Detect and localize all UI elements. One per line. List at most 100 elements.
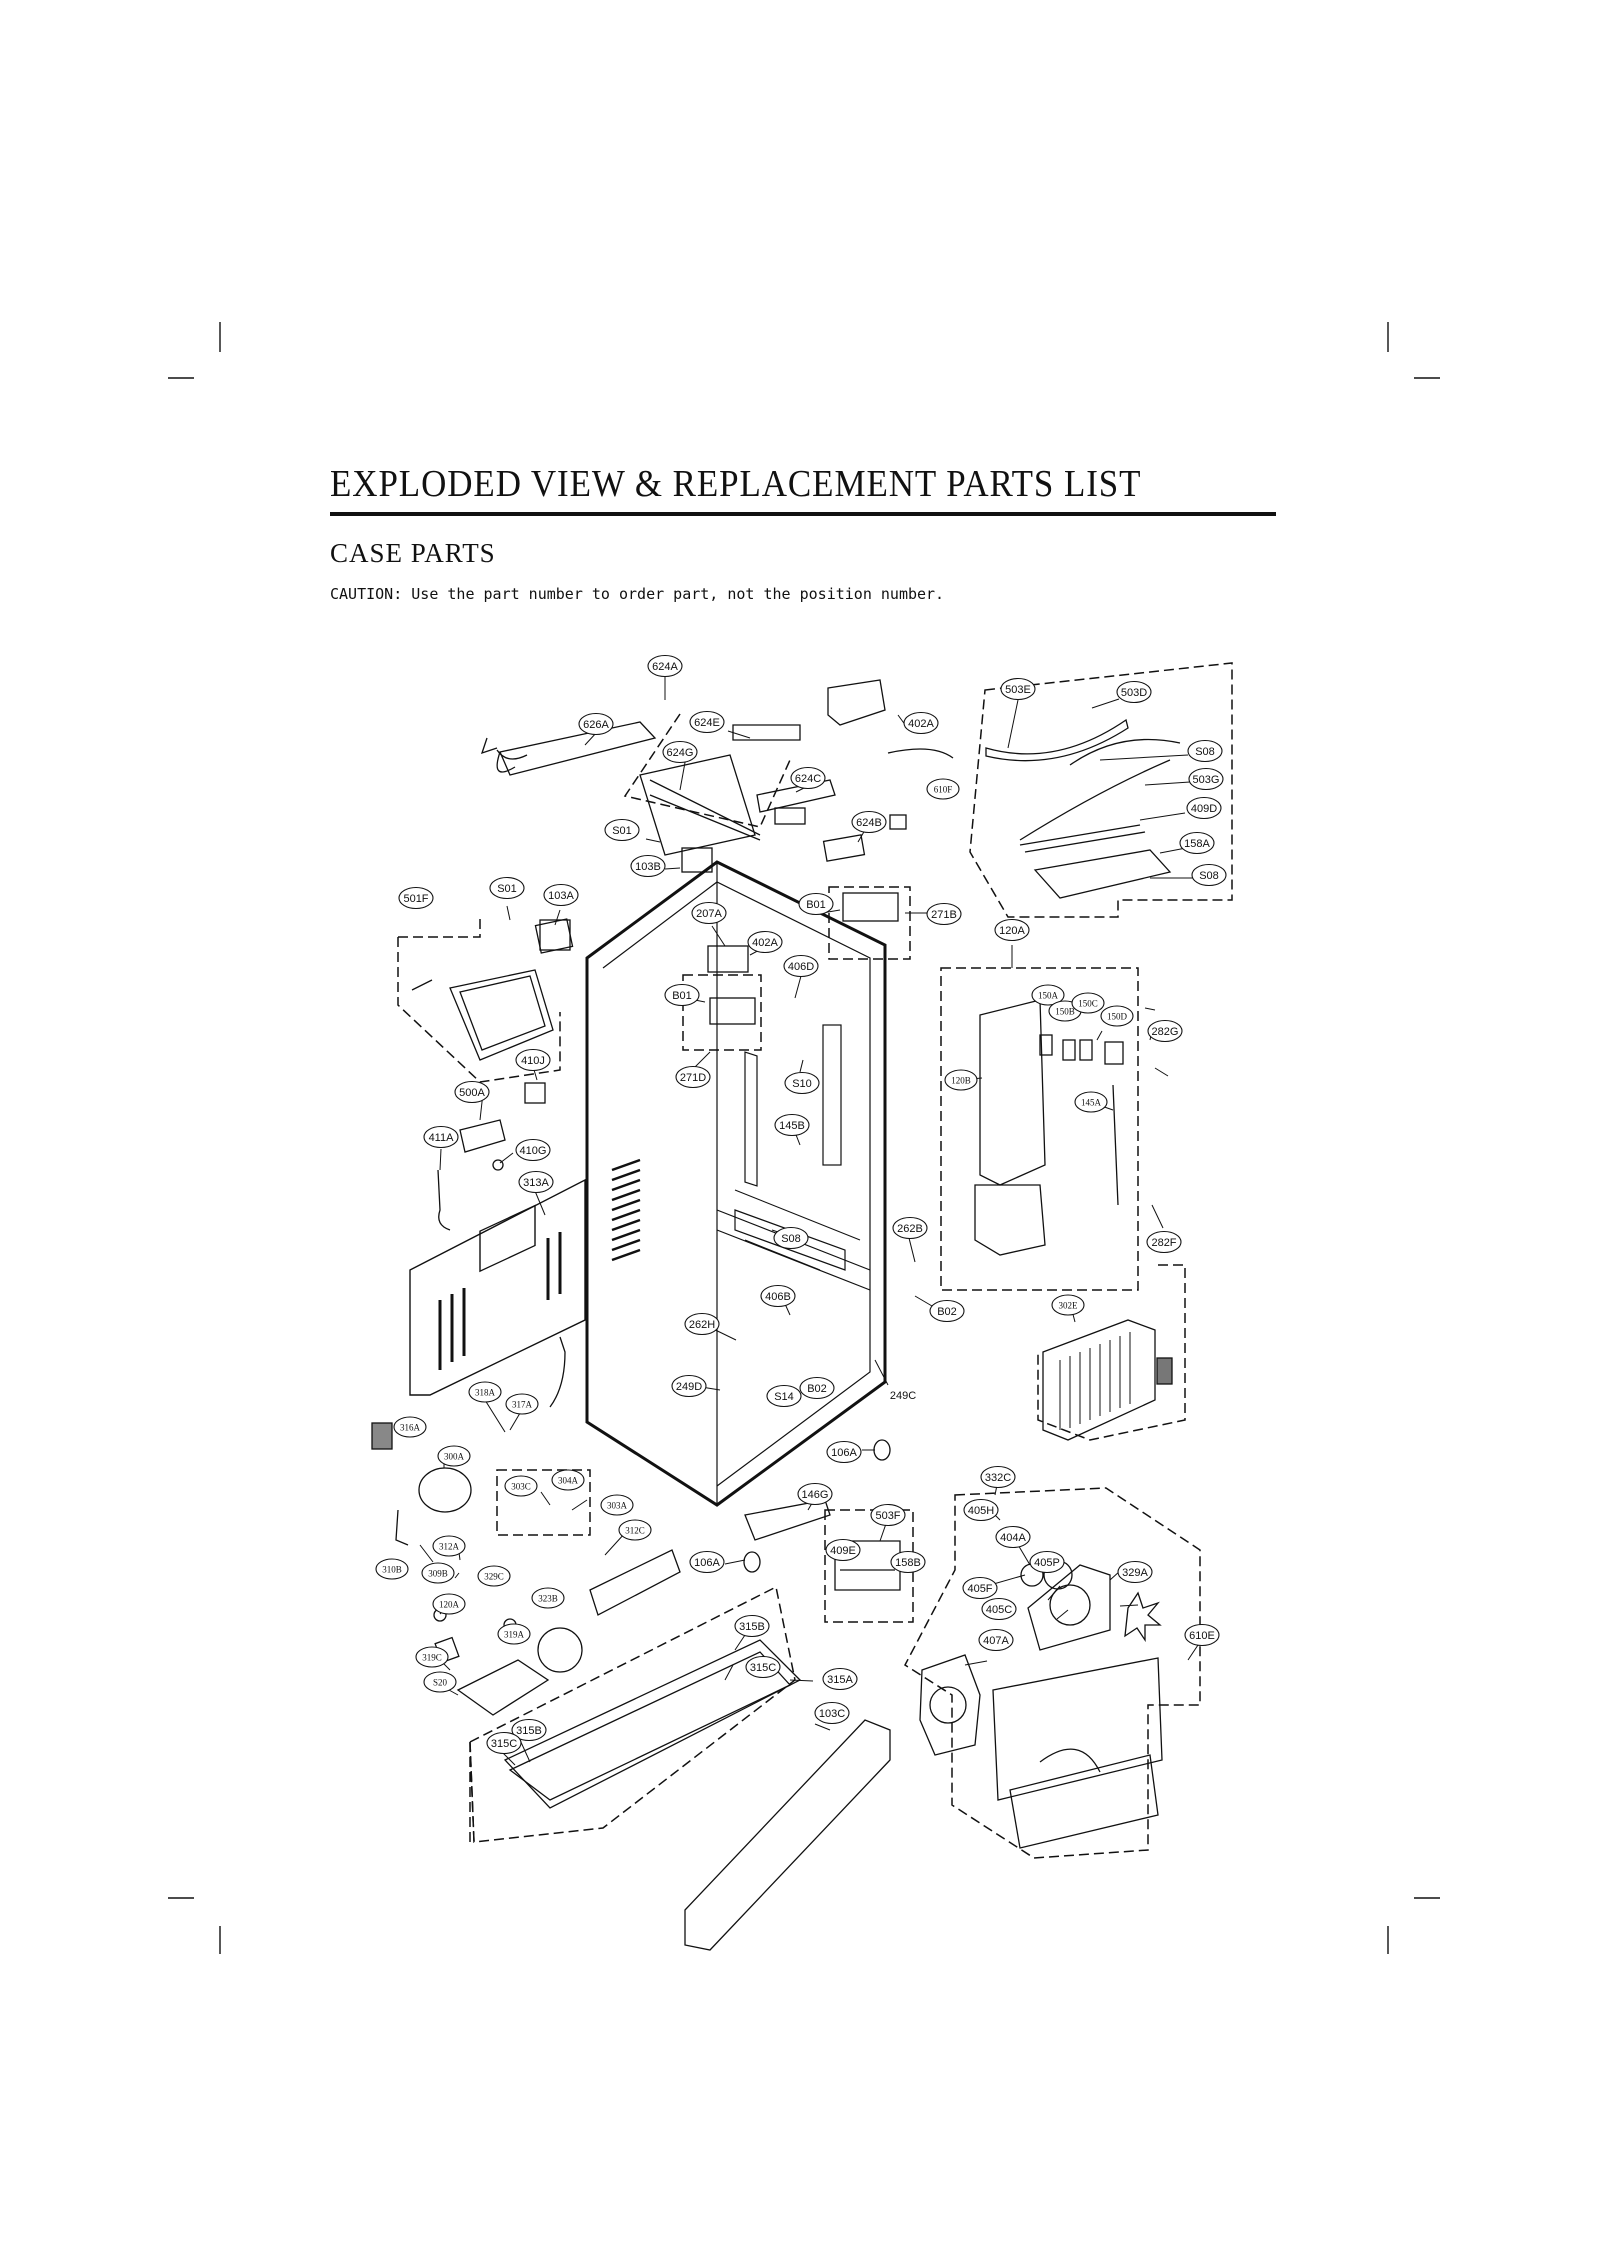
callout-bubble: [415, 1646, 449, 1668]
callout-text: 411A: [429, 1132, 455, 1144]
callout-text: 501F: [403, 893, 428, 905]
callout-text: 120B: [951, 1076, 971, 1086]
callout-323b: 323B: [531, 1587, 565, 1609]
callout-bubble: [784, 1071, 820, 1095]
callout-406b: 406B: [760, 1284, 796, 1308]
callout-text: 626A: [583, 719, 609, 731]
callout-405h: 405H: [963, 1498, 999, 1522]
callout-text: 610E: [1189, 1630, 1215, 1642]
callout-bubble: [662, 740, 698, 764]
callout-624g: 624G: [662, 740, 698, 764]
crop-marks: [168, 322, 1440, 1954]
callout-text: B01: [672, 990, 692, 1002]
callout-text: 409D: [1191, 803, 1217, 815]
callout-text: 120A: [439, 1600, 460, 1610]
callout-text: 405P: [1034, 1557, 1060, 1569]
callout-text: 304A: [558, 1476, 579, 1486]
callout-text: 624C: [795, 773, 821, 785]
callout-bubble: [1000, 677, 1036, 701]
callout-146g: 146G: [797, 1482, 833, 1506]
callout-bubble: [981, 1597, 1017, 1621]
callout-text: 624G: [667, 747, 694, 759]
callout-text: 120A: [999, 925, 1025, 937]
callout-503f: 503F: [870, 1503, 906, 1527]
callout-bubble: [926, 902, 962, 926]
callout-text: 503F: [875, 1510, 900, 1522]
callout-bubble: [1029, 1550, 1065, 1574]
callout-bubble: [515, 1138, 551, 1162]
upper-trays: [985, 718, 1181, 899]
callout-text: 404A: [1000, 1532, 1026, 1544]
callout-bubble: [543, 883, 579, 907]
callout-262b: 262B: [892, 1216, 928, 1240]
callout-text: 249C: [890, 1390, 916, 1402]
page-title: EXPLODED VIEW & REPLACEMENT PARTS LIST: [330, 463, 1142, 505]
callout-329c: 329C: [477, 1565, 511, 1587]
callout-bubble: [783, 954, 819, 978]
callout-text: 323B: [538, 1594, 558, 1604]
callout-text: 146G: [802, 1489, 829, 1501]
callout-text: 106A: [831, 1447, 857, 1459]
callout-bubble: [890, 1550, 926, 1574]
callout-411a: 411A: [423, 1125, 459, 1149]
callout-bubble: [1074, 1091, 1108, 1113]
callout-text: S20: [433, 1678, 448, 1688]
title-rule: [330, 512, 1276, 516]
callout-309b: 309B: [421, 1562, 455, 1584]
callout-bubble: [511, 1718, 547, 1742]
callout-249d: 249D: [671, 1374, 707, 1398]
callout-bubble: [822, 1667, 858, 1691]
callout-bubble: [790, 766, 826, 790]
callout-624e: 624E: [689, 710, 725, 734]
callout-bubble: [1071, 992, 1105, 1014]
callout-501f: 501F: [398, 886, 434, 910]
callout-304a: 304A: [551, 1469, 585, 1491]
callout-text: 271D: [680, 1072, 706, 1084]
callout-text: 313A: [523, 1177, 549, 1189]
callout-150d: 150D: [1100, 1005, 1134, 1027]
callout-text: S01: [497, 883, 517, 895]
callout-409e: 409E: [825, 1538, 861, 1562]
callout-409d: 409D: [1186, 796, 1222, 820]
callout-312c: 312C: [618, 1519, 652, 1541]
callout-bubble: [1051, 1294, 1085, 1316]
callout-bubble: [980, 1465, 1016, 1489]
group-outlines: [397, 662, 1233, 1859]
callout-text: 103B: [635, 861, 661, 873]
callout-text: B01: [806, 899, 826, 911]
callout-282g: 282G: [1147, 1019, 1183, 1043]
callout-610f: 610F: [926, 778, 960, 800]
callout-303a: 303A: [600, 1494, 634, 1516]
callout-405f: 405F: [962, 1576, 998, 1600]
callout-text: 300A: [444, 1452, 465, 1462]
callout-106a: 106A: [826, 1440, 862, 1464]
callout-b01: B01: [798, 892, 834, 916]
fan-assembly: [919, 1560, 1163, 1849]
callout-text: 410G: [520, 1145, 547, 1157]
callout-text: 329A: [1122, 1567, 1148, 1579]
callout-bubble: [504, 1475, 538, 1497]
callout-bubble: [578, 712, 614, 736]
callout-300a: 300A: [437, 1445, 471, 1467]
callout-bubble: [826, 1440, 862, 1464]
callout-text: 406B: [765, 1291, 791, 1303]
callout-text: B02: [937, 1306, 957, 1318]
callout-bubble: [600, 1494, 634, 1516]
callout-bubble: [423, 1671, 457, 1693]
callout-310b: 310B: [375, 1558, 409, 1580]
callout-bubble: [929, 1299, 965, 1323]
callout-bubble: [799, 1376, 835, 1400]
callout-315a: 315A: [822, 1667, 858, 1691]
callout-text: 315A: [827, 1674, 853, 1686]
callout-150c: 150C: [1071, 992, 1105, 1014]
callout-316a: 316A: [393, 1416, 427, 1438]
callout-text: 312C: [625, 1526, 645, 1536]
callout-120a: 120A: [432, 1593, 466, 1615]
callout-text: 103A: [548, 890, 574, 902]
callout-bubble: [1031, 984, 1065, 1006]
callout-bubble: [691, 901, 727, 925]
callout-text: S14: [774, 1391, 794, 1403]
callout-bubble: [1188, 767, 1224, 791]
callout-text: 503G: [1193, 774, 1220, 786]
callout-bubble: [870, 1503, 906, 1527]
